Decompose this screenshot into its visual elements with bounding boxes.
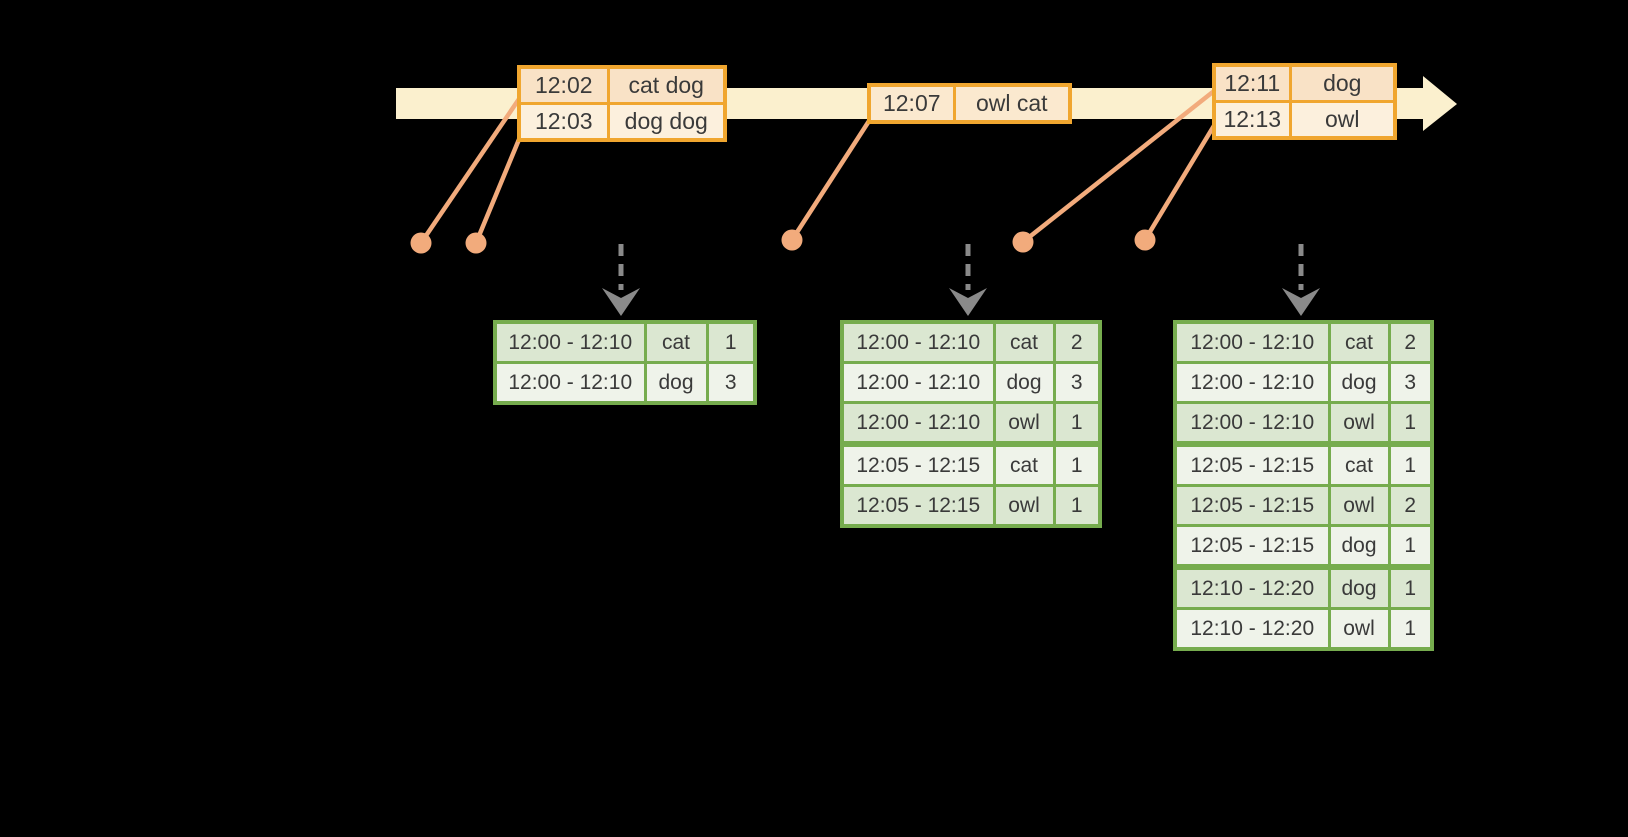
result-row: 12:00 - 12:10 owl 1 bbox=[1173, 401, 1434, 446]
count-cell: 3 bbox=[1387, 361, 1434, 404]
event-table-2: 12:07 owl cat bbox=[867, 83, 1072, 124]
count-cell: 3 bbox=[705, 361, 757, 405]
event-dot-1207 bbox=[781, 229, 803, 251]
count-cell: 1 bbox=[1387, 564, 1434, 610]
result-row: 12:05 - 12:15 dog 1 bbox=[1173, 524, 1434, 569]
trigger-arrow-2 bbox=[949, 244, 987, 316]
timeline-arrowhead-icon bbox=[1423, 76, 1457, 131]
result-table-3: 12:00 - 12:10 cat 2 12:00 - 12:10 dog 3 … bbox=[1173, 320, 1434, 651]
window-cell: 12:10 - 12:20 bbox=[1173, 607, 1331, 651]
trigger-arrow-1 bbox=[602, 244, 640, 316]
count-cell: 1 bbox=[1387, 401, 1434, 446]
window-cell: 12:00 - 12:10 bbox=[840, 320, 996, 364]
word-cell: dog bbox=[1327, 361, 1391, 404]
word-cell: cat bbox=[643, 320, 709, 364]
result-row: 12:05 - 12:15 cat 1 bbox=[1173, 441, 1434, 487]
word-cell: dog bbox=[992, 361, 1056, 404]
event-dot-1203 bbox=[465, 232, 487, 254]
result-table-2: 12:00 - 12:10 cat 2 12:00 - 12:10 dog 3 … bbox=[840, 320, 1102, 528]
event-words-cell: cat dog bbox=[606, 65, 727, 105]
count-cell: 1 bbox=[1387, 441, 1434, 487]
event-dot-1211 bbox=[1012, 231, 1034, 253]
trigger-arrow-1-head-icon bbox=[602, 288, 640, 316]
window-cell: 12:00 - 12:10 bbox=[1173, 320, 1331, 364]
trigger-arrow-3 bbox=[1282, 244, 1320, 316]
count-cell: 1 bbox=[705, 320, 757, 364]
result-row: 12:00 - 12:10 owl 1 bbox=[840, 401, 1102, 446]
word-cell: cat bbox=[1327, 320, 1391, 364]
window-cell: 12:00 - 12:10 bbox=[493, 361, 647, 405]
window-cell: 12:05 - 12:15 bbox=[840, 484, 996, 528]
window-cell: 12:00 - 12:10 bbox=[1173, 361, 1331, 404]
window-cell: 12:00 - 12:10 bbox=[1173, 401, 1331, 446]
connector-line-event-1202 bbox=[419, 97, 521, 245]
window-cell: 12:00 - 12:10 bbox=[493, 320, 647, 364]
event-row: 12:02 cat dog bbox=[517, 65, 727, 105]
word-cell: owl bbox=[992, 401, 1056, 446]
event-row: 12:13 owl bbox=[1212, 100, 1397, 140]
window-cell: 12:05 - 12:15 bbox=[1173, 484, 1331, 527]
count-cell: 2 bbox=[1387, 320, 1434, 364]
count-cell: 1 bbox=[1387, 524, 1434, 569]
word-cell: cat bbox=[992, 441, 1056, 487]
word-cell: dog bbox=[1327, 564, 1391, 610]
event-table-3: 12:11 dog 12:13 owl bbox=[1212, 63, 1397, 140]
event-time-cell: 12:03 bbox=[517, 102, 610, 142]
count-cell: 3 bbox=[1052, 361, 1102, 404]
result-row: 12:00 - 12:10 cat 1 bbox=[493, 320, 757, 364]
count-cell: 2 bbox=[1387, 484, 1434, 527]
event-dot-1202 bbox=[410, 232, 432, 254]
window-cell: 12:05 - 12:15 bbox=[840, 441, 996, 487]
event-row: 12:03 dog dog bbox=[517, 102, 727, 142]
connector-line-event-1213 bbox=[1143, 122, 1217, 242]
word-cell: cat bbox=[1327, 441, 1391, 487]
window-cell: 12:05 - 12:15 bbox=[1173, 441, 1331, 487]
count-cell: 1 bbox=[1387, 607, 1434, 651]
word-cell: dog bbox=[1327, 524, 1391, 569]
event-time-cell: 12:02 bbox=[517, 65, 610, 105]
window-cell: 12:05 - 12:15 bbox=[1173, 524, 1331, 569]
result-row: 12:00 - 12:10 cat 2 bbox=[840, 320, 1102, 364]
result-row: 12:05 - 12:15 owl 2 bbox=[1173, 484, 1434, 527]
window-cell: 12:10 - 12:20 bbox=[1173, 564, 1331, 610]
event-row: 12:11 dog bbox=[1212, 63, 1397, 103]
event-time-cell: 12:11 bbox=[1212, 63, 1292, 103]
window-cell: 12:00 - 12:10 bbox=[840, 361, 996, 404]
count-cell: 1 bbox=[1052, 401, 1102, 446]
word-cell: owl bbox=[1327, 401, 1391, 446]
event-words-cell: owl cat bbox=[952, 83, 1072, 124]
event-row: 12:07 owl cat bbox=[867, 83, 1072, 124]
connector-line-event-1203 bbox=[473, 136, 523, 244]
count-cell: 2 bbox=[1052, 320, 1102, 364]
word-cell: cat bbox=[992, 320, 1056, 364]
trigger-arrow-3-head-icon bbox=[1282, 288, 1320, 316]
word-cell: owl bbox=[992, 484, 1056, 528]
count-cell: 1 bbox=[1052, 441, 1102, 487]
result-row: 12:10 - 12:20 owl 1 bbox=[1173, 607, 1434, 651]
event-words-cell: dog dog bbox=[606, 102, 727, 142]
result-row: 12:05 - 12:15 owl 1 bbox=[840, 484, 1102, 528]
result-row: 12:10 - 12:20 dog 1 bbox=[1173, 564, 1434, 610]
result-row: 12:00 - 12:10 dog 3 bbox=[840, 361, 1102, 404]
event-dot-1213 bbox=[1134, 229, 1156, 251]
event-words-cell: dog bbox=[1288, 63, 1397, 103]
connector-line-event-1211 bbox=[1021, 89, 1216, 244]
result-row: 12:00 - 12:10 dog 3 bbox=[493, 361, 757, 405]
word-cell: dog bbox=[643, 361, 709, 405]
connector-line-event-1207 bbox=[790, 119, 871, 242]
count-cell: 1 bbox=[1052, 484, 1102, 528]
word-cell: owl bbox=[1327, 607, 1391, 651]
event-time-cell: 12:13 bbox=[1212, 100, 1292, 140]
result-row: 12:00 - 12:10 cat 2 bbox=[1173, 320, 1434, 364]
result-row: 12:00 - 12:10 dog 3 bbox=[1173, 361, 1434, 404]
event-words-cell: owl bbox=[1288, 100, 1397, 140]
event-table-1: 12:02 cat dog 12:03 dog dog bbox=[517, 65, 727, 142]
trigger-arrow-2-head-icon bbox=[949, 288, 987, 316]
window-cell: 12:00 - 12:10 bbox=[840, 401, 996, 446]
event-time-cell: 12:07 bbox=[867, 83, 956, 124]
result-table-1: 12:00 - 12:10 cat 1 12:00 - 12:10 dog 3 bbox=[493, 320, 757, 405]
word-cell: owl bbox=[1327, 484, 1391, 527]
result-row: 12:05 - 12:15 cat 1 bbox=[840, 441, 1102, 487]
